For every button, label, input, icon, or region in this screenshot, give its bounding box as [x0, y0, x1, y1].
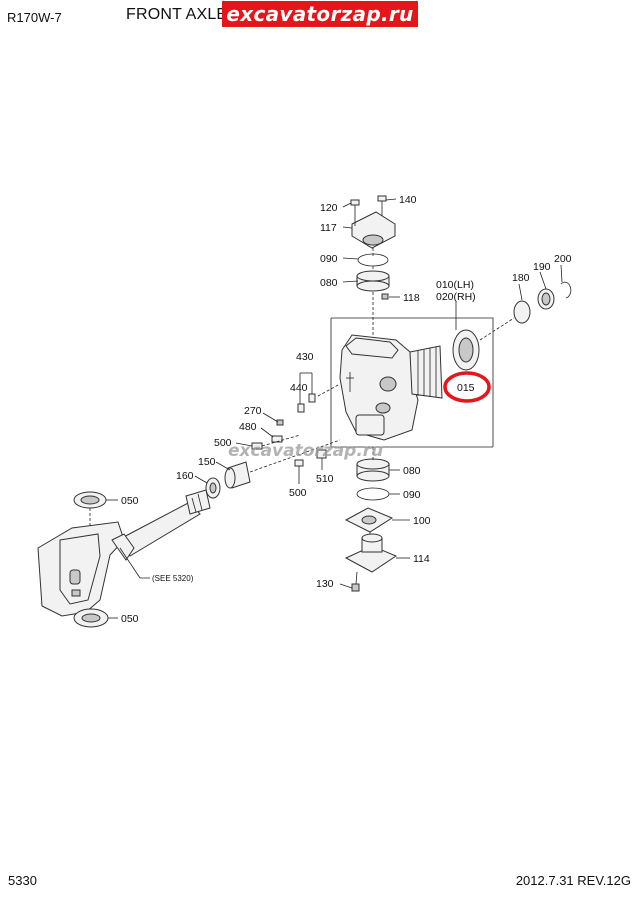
- callout-130: 130: [316, 578, 334, 590]
- highlight-circle-015: [443, 371, 491, 403]
- top-cap-117: [350, 195, 396, 258]
- page-number: 5330: [8, 873, 37, 888]
- bearing-050-bottom: [73, 608, 109, 628]
- callout-480: 480: [239, 421, 257, 433]
- callout-120: 120: [320, 202, 338, 214]
- axle-housing: [37, 489, 211, 617]
- bolt-500-lower: [294, 459, 304, 478]
- plug-118: [381, 293, 389, 300]
- callout-114: 114: [413, 553, 430, 565]
- callout-160: 160: [176, 470, 194, 482]
- thrust-washer-180: [513, 300, 531, 324]
- callout-500-left: 500: [214, 437, 232, 449]
- callout-020: 020(RH): [436, 291, 476, 303]
- knuckle-housing: [339, 334, 443, 441]
- watermark-mid: excavatorzap.ru: [228, 441, 383, 461]
- date-revision: 2012.7.31 REV.12G: [515, 873, 631, 888]
- callout-510: 510: [316, 473, 334, 485]
- callout-140: 140: [399, 194, 417, 206]
- assembly-frame: [331, 317, 494, 447]
- nut-510: [316, 449, 327, 459]
- watermark-banner: excavatorzap.ru: [222, 1, 418, 27]
- pin-440a: [308, 393, 316, 403]
- bushing-150: [224, 461, 251, 489]
- assembly-frame-lower: [330, 318, 493, 448]
- callout-118: 118: [403, 292, 420, 304]
- callout-430: 430: [296, 351, 314, 363]
- callout-090-top: 090: [320, 253, 338, 265]
- callout-190: 190: [533, 261, 551, 273]
- callout-015: 015: [457, 382, 475, 394]
- callout-010: 010(LH): [436, 279, 474, 291]
- callout-270: 270: [244, 405, 262, 417]
- callout-440: 440: [290, 382, 308, 394]
- snap-ring-200: [560, 281, 572, 299]
- callout-090-lower: 090: [403, 489, 421, 501]
- callout-see-5320: (SEE 5320): [152, 574, 194, 583]
- callout-050-bottom: 050: [121, 613, 139, 625]
- callout-080-lower: 080: [403, 465, 421, 477]
- callout-200: 200: [554, 253, 572, 265]
- callout-080-top: 080: [320, 277, 338, 289]
- model-code: R170W-7: [7, 10, 62, 25]
- grease-nipple-130: [351, 571, 360, 592]
- spindle-bearing: [452, 329, 480, 371]
- bushing-080-top: [356, 270, 390, 292]
- callout-150: 150: [198, 456, 216, 468]
- bushing-080-lower: [356, 458, 390, 482]
- callout-180: 180: [512, 272, 530, 284]
- pin-440b: [297, 403, 305, 413]
- callout-500-lower: 500: [289, 487, 307, 499]
- callout-050-top: 050: [121, 495, 139, 507]
- grease-nipple-270: [276, 419, 284, 426]
- lower-cap-114: [344, 533, 398, 573]
- callout-100: 100: [413, 515, 431, 527]
- bearing-050-top: [73, 491, 107, 509]
- o-ring-090-lower: [356, 487, 390, 501]
- callout-117: 117: [320, 222, 337, 234]
